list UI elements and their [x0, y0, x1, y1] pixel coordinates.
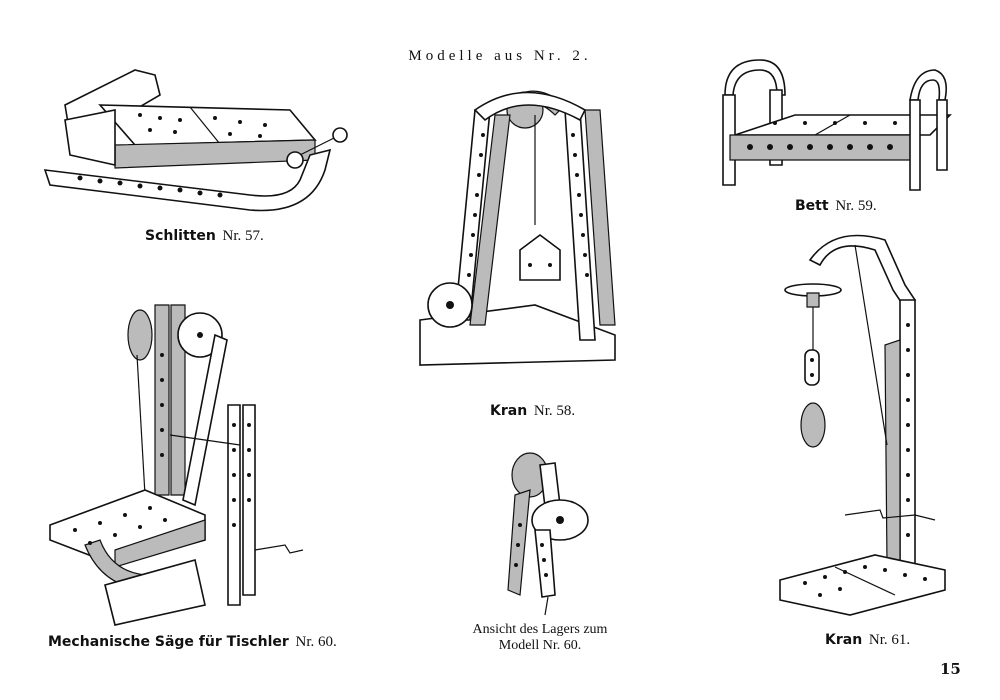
- crane-61-illustration: [775, 225, 950, 625]
- sled-illustration: [40, 60, 360, 215]
- caption-kran-58: Kran Nr. 58.: [490, 403, 575, 420]
- caption-kran-61: Kran Nr. 61.: [825, 632, 910, 649]
- bed-illustration: [715, 55, 950, 190]
- model-name: Kran: [825, 632, 863, 648]
- detail-line-2: Modell Nr. 60.: [498, 638, 582, 653]
- caption-detail: Ansicht des Lagers zum Modell Nr. 60.: [455, 622, 625, 654]
- model-name: Mechanische Säge für Tischler: [48, 634, 289, 650]
- model-number: Nr. 59.: [835, 198, 877, 214]
- caption-saege: Mechanische Säge für Tischler Nr. 60.: [48, 634, 337, 651]
- saw-illustration: [45, 295, 305, 625]
- page-number: 15: [940, 660, 961, 678]
- page-title: Modelle aus Nr. 2.: [408, 48, 592, 64]
- model-number: Nr. 57.: [222, 228, 264, 244]
- bearing-detail-illustration: [490, 445, 595, 615]
- model-number: Nr. 60.: [295, 634, 337, 650]
- model-name: Bett: [795, 198, 829, 214]
- model-number: Nr. 58.: [533, 403, 576, 419]
- model-name: Kran: [490, 403, 528, 419]
- caption-schlitten: Schlitten Nr. 57.: [145, 228, 264, 245]
- model-number: Nr. 61.: [868, 632, 911, 648]
- model-name: Schlitten: [145, 228, 216, 244]
- caption-bett: Bett Nr. 59.: [795, 198, 877, 215]
- crane-58-illustration: [415, 80, 630, 390]
- detail-line-1: Ansicht des Lagers zum: [472, 622, 608, 637]
